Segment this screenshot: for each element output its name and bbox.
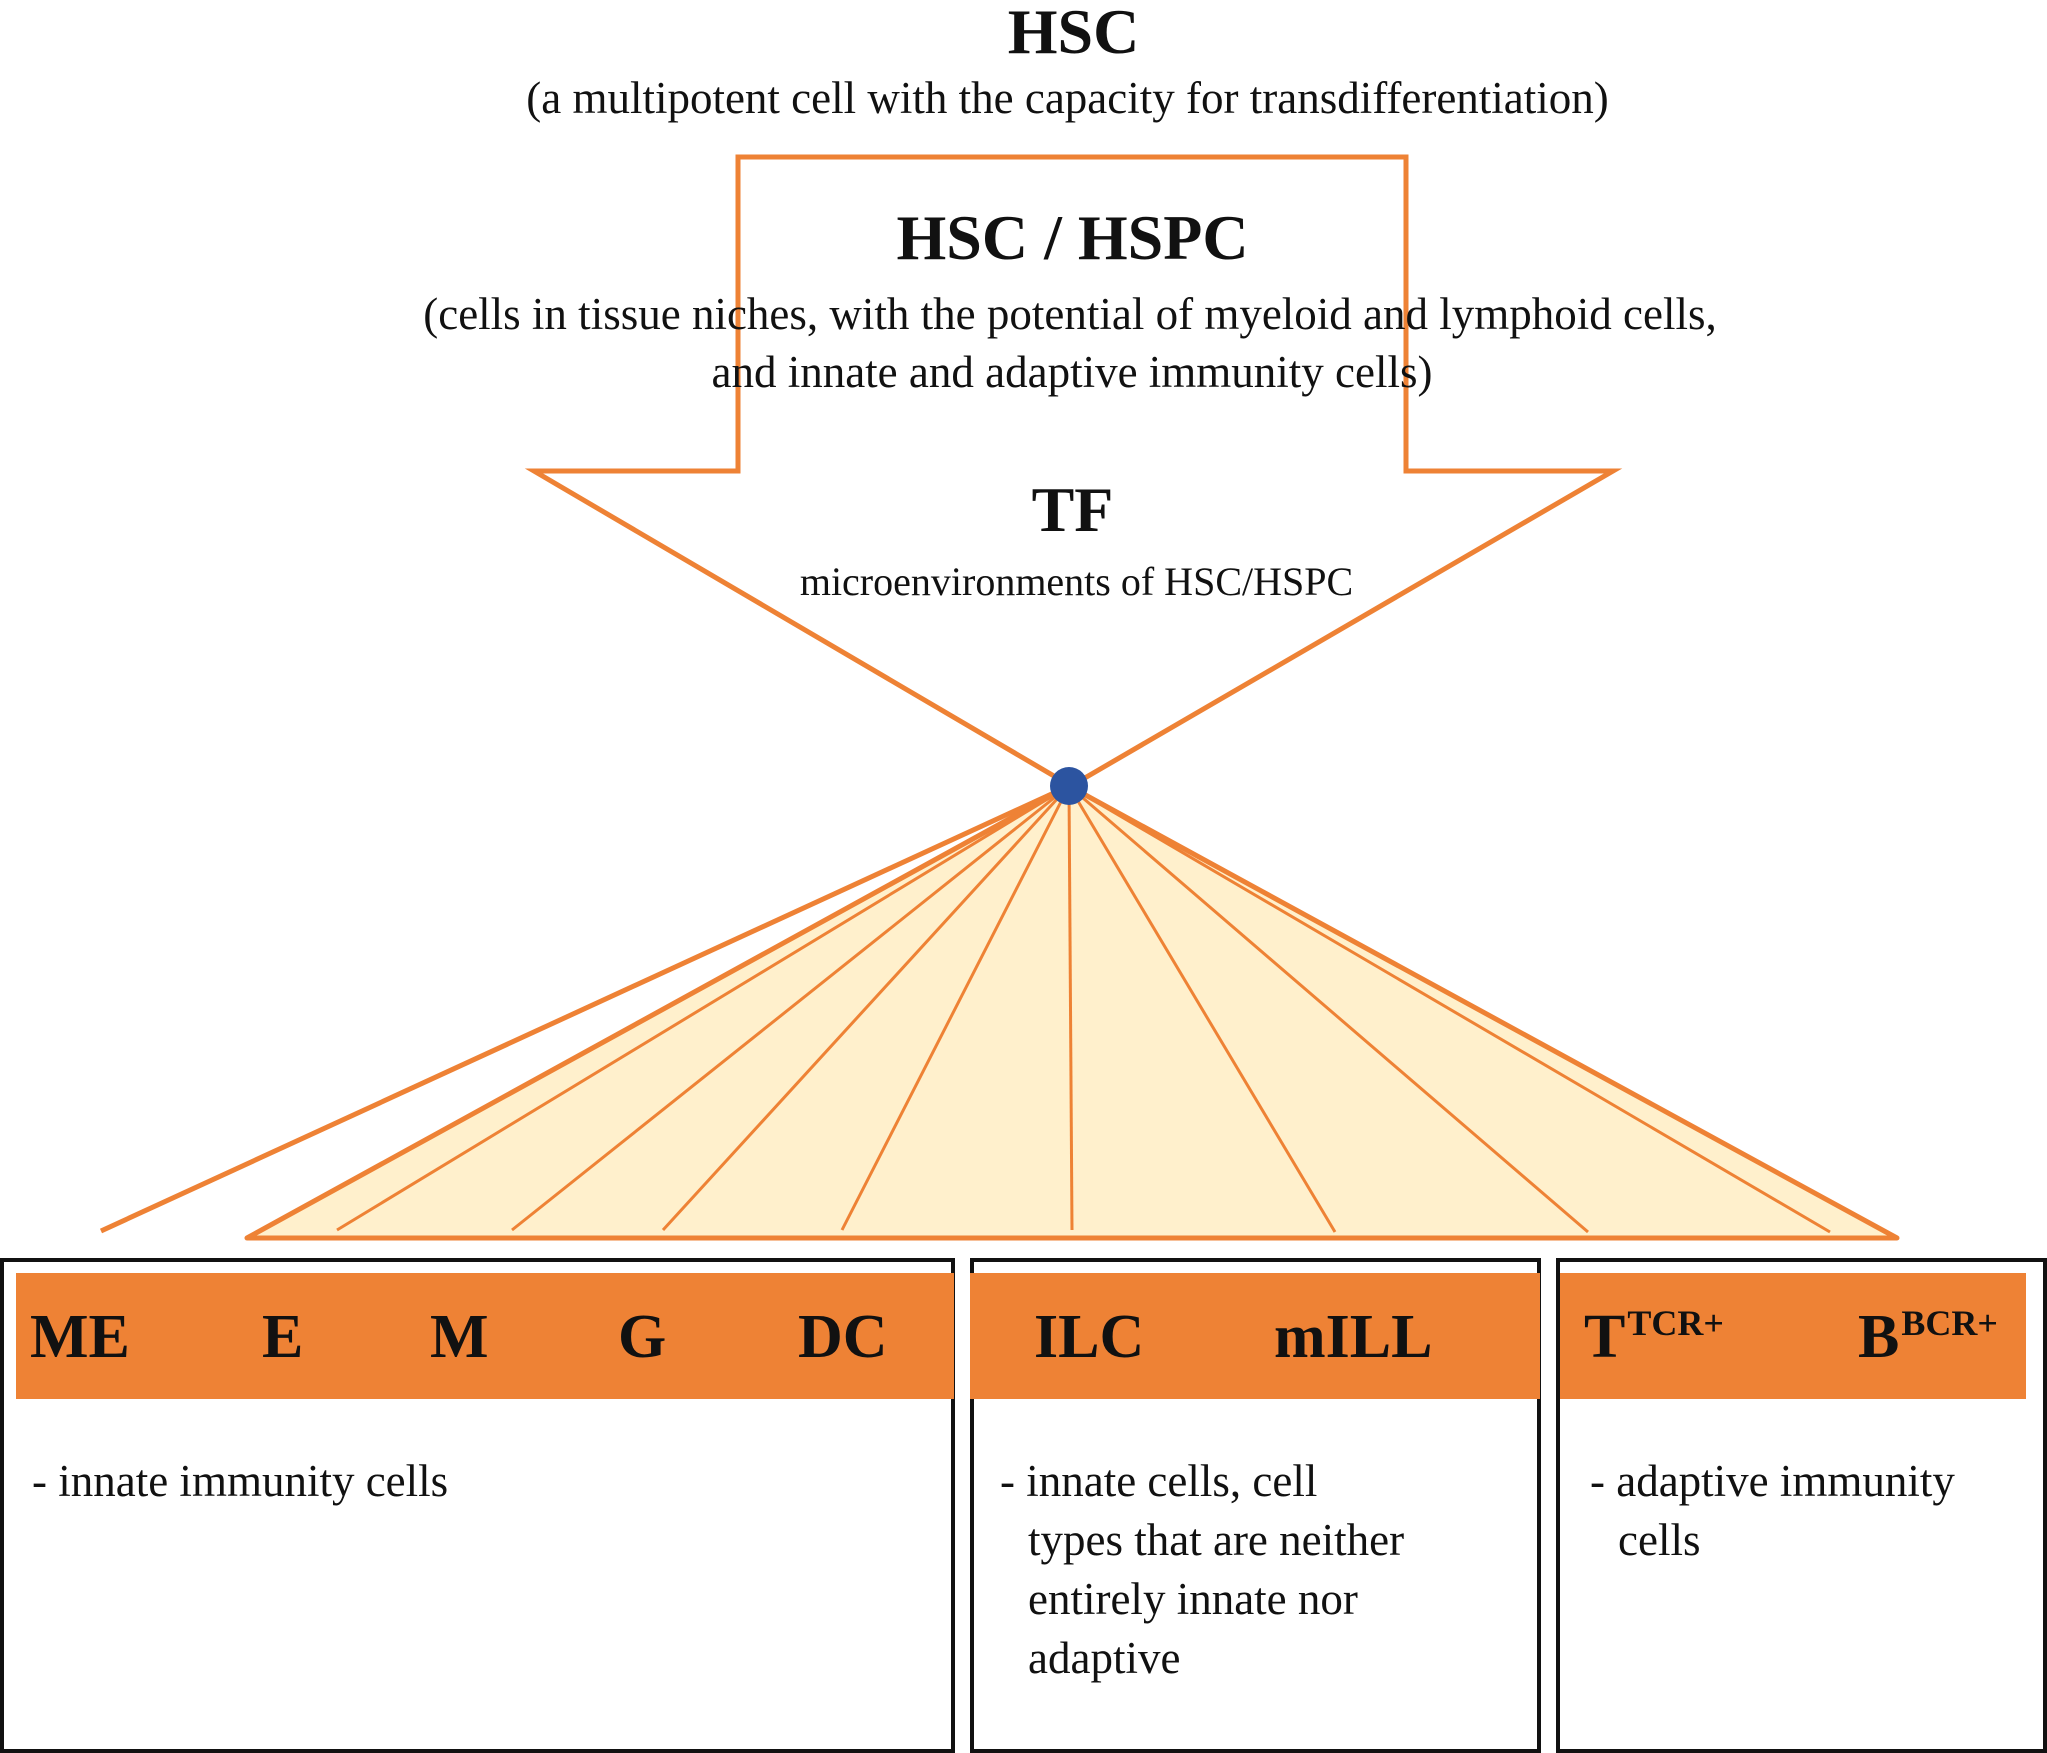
hsc-hspc-subtitle-line1: (cells in tissue niches, with the potent…	[423, 289, 1717, 339]
fan-ray	[1067, 785, 1337, 1233]
description-intermediate: - innate cells, cell types that are neit…	[1000, 1452, 1404, 1688]
hsc-hspc-title: HSC / HSPC	[896, 202, 1249, 273]
fan-ray	[661, 784, 1071, 1232]
cell-label-b-bcr: BBCR+	[1858, 1303, 1998, 1371]
tf-subtitle: microenvironments of HSC/HSPC	[799, 559, 1354, 604]
tf-title: TF	[1031, 474, 1114, 545]
cell-label-g: G	[618, 1303, 667, 1371]
description-line: entirely innate nor	[1028, 1574, 1358, 1624]
hsc-subtitle: (a multipotent cell with the capacity fo…	[526, 73, 1609, 123]
hsc-node	[1050, 767, 1088, 805]
hsc-title: HSC	[1007, 0, 1140, 67]
group-box-adaptive	[1556, 1258, 2047, 1753]
outer-left-ray	[99, 783, 1071, 1234]
group-box-intermediate	[970, 1258, 1541, 1753]
description-line: - innate immunity cells	[32, 1456, 449, 1506]
cell-label-b-sup: BCR+	[1901, 1303, 1998, 1343]
cell-label-t-sup: TCR+	[1627, 1303, 1724, 1343]
band-adaptive	[1560, 1273, 2026, 1399]
cell-label-dc: DC	[798, 1303, 888, 1371]
description-line: - adaptive immunity	[1590, 1456, 1955, 1506]
down-arrow-shape	[524, 154, 1623, 789]
description-line: types that are neither	[1028, 1515, 1405, 1565]
cell-label-b-base: B	[1858, 1303, 1900, 1371]
fan-ray	[1068, 784, 1589, 1234]
description-innate: - innate immunity cells	[32, 1452, 448, 1511]
cell-label-mill: mILL	[1274, 1303, 1433, 1371]
fan-ray	[1068, 784, 1831, 1234]
description-line: adaptive	[1028, 1633, 1181, 1683]
band-intermediate	[970, 1273, 1540, 1399]
fan-ray	[336, 784, 1070, 1232]
cell-label-t-base: T	[1584, 1303, 1626, 1371]
hsc-hspc-subtitle-line2: and innate and adaptive immunity cells)	[711, 347, 1433, 397]
group-box-innate	[0, 1258, 955, 1753]
description-line: cells	[1618, 1515, 1701, 1565]
cell-label-e: E	[262, 1303, 304, 1371]
cell-label-t-tcr: TTCR+	[1584, 1303, 1724, 1371]
cell-label-me: ME	[30, 1303, 130, 1371]
description-adaptive: - adaptive immunity cells	[1590, 1452, 1955, 1570]
band-innate	[16, 1273, 954, 1399]
cell-label-ilc: ILC	[1034, 1303, 1145, 1371]
cell-label-m: M	[430, 1303, 489, 1371]
description-line: - innate cells, cell	[1000, 1456, 1318, 1506]
fan-rays	[336, 784, 1831, 1234]
fan-ray	[511, 784, 1070, 1232]
fan-ray	[840, 785, 1071, 1231]
fan-ray	[1067, 785, 1074, 1231]
